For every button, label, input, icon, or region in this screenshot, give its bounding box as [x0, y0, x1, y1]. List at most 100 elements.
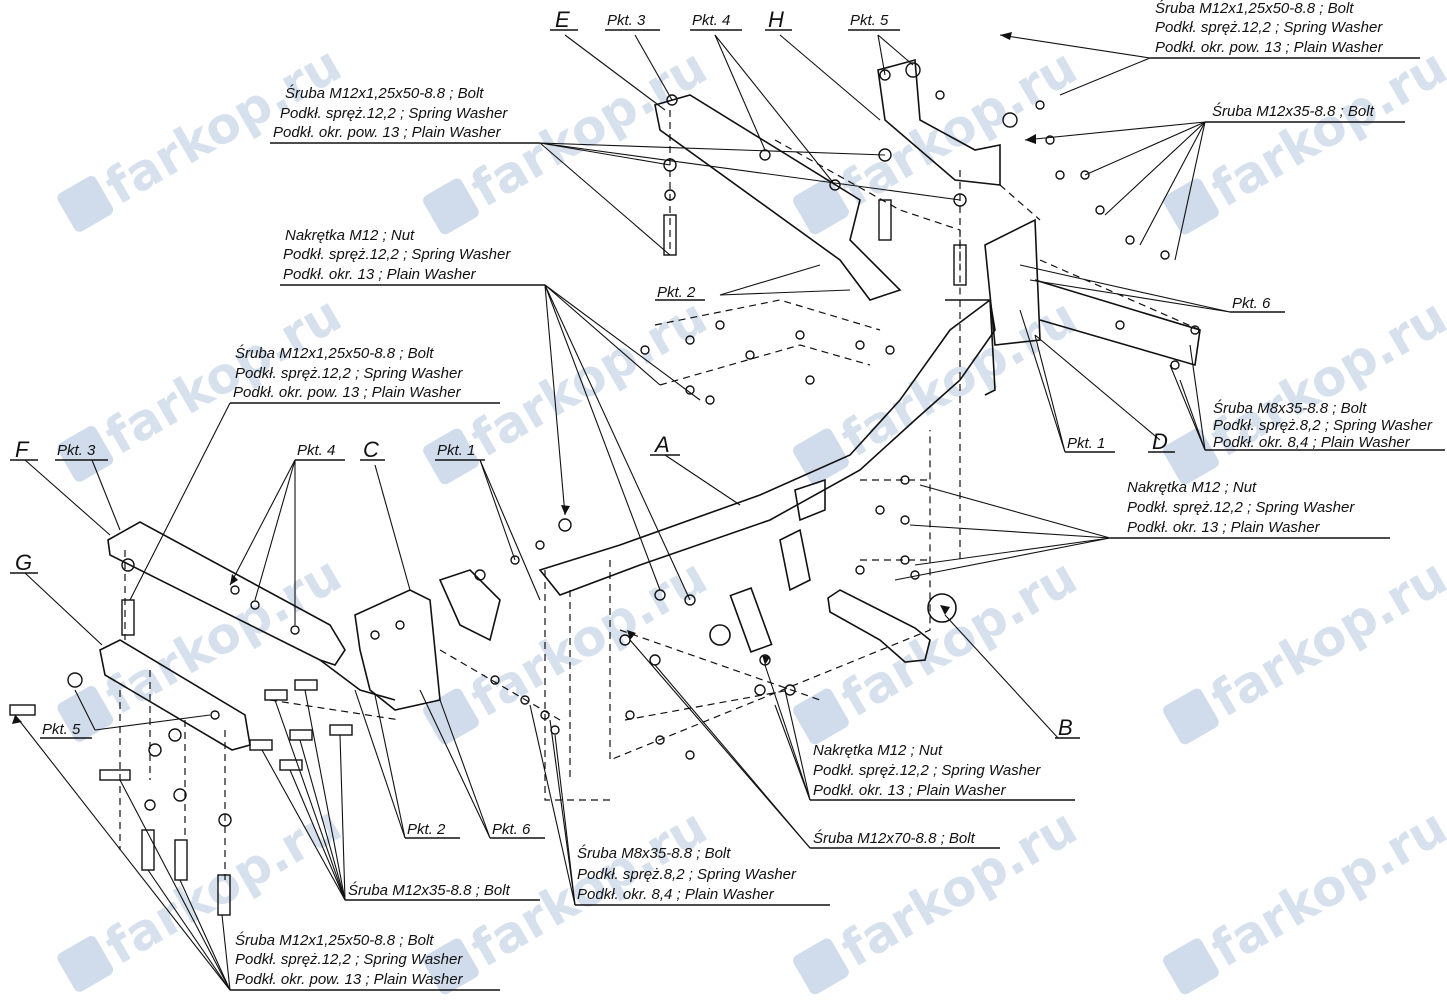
- watermark-text: farkop.ru: [1201, 37, 1447, 218]
- callout-mid-left-bolt: Śruba M12x1,25x50-8.8 ; Bolt Podkł. sprę…: [233, 344, 463, 401]
- pkt-6-right: Pkt. 6: [1232, 295, 1271, 312]
- part-label-b: B: [1058, 715, 1073, 740]
- pkt-3-top: Pkt. 3: [607, 12, 646, 29]
- callout-line: Podkł. okr. 13 ; Plain Washer: [813, 782, 1007, 799]
- watermark-text: farkop.ru: [831, 547, 1086, 728]
- callout-line: Podkł. okr. 8,4 ; Plain Washer: [1213, 434, 1411, 451]
- callout-line: Podkł. okr. pow. 13 ; Plain Washer: [273, 124, 502, 141]
- car-logo-icon: [57, 426, 114, 482]
- callout-line: Podkł. spręż.12,2 ; Spring Washer: [813, 762, 1041, 779]
- bracket-f: [107, 521, 346, 666]
- car-logo-icon: [423, 178, 479, 235]
- watermark-text: farkop.ru: [1201, 797, 1447, 978]
- car-logo-icon: [57, 936, 114, 992]
- car-logo-icon: [793, 938, 849, 995]
- pkt-1-left: Pkt. 1: [437, 442, 475, 459]
- part-label-f: F: [15, 437, 30, 462]
- pkt-5-top: Pkt. 5: [850, 12, 889, 29]
- callout-top-right-bolt: Śruba M12x1,25x50-8.8 ; Bolt Podkł. sprę…: [1155, 0, 1384, 56]
- pkt-3-left: Pkt. 3: [57, 442, 96, 459]
- callout-nut-upper: Nakrętka M12 ; Nut Podkł. spręż.12,2 ; S…: [283, 227, 511, 283]
- socket-plate: [729, 587, 773, 653]
- watermark-text: farkop.ru: [461, 287, 716, 468]
- callout-line: Podkł. okr. pow. 13 ; Plain Washer: [1155, 39, 1384, 56]
- car-logo-icon: [1163, 688, 1219, 745]
- callout-line: Podkł. okr. pow. 13 ; Plain Washer: [235, 971, 464, 988]
- car-logo-icon: [57, 176, 114, 232]
- car-logo-icon: [1163, 428, 1219, 485]
- callout-nut-right: Nakrętka M12 ; Nut Podkł. spręż.12,2 ; S…: [1127, 479, 1355, 536]
- part-label-c: C: [363, 437, 379, 462]
- callout-underlines: [10, 29, 1445, 991]
- callout-line: Śruba M8x35-8.8 ; Bolt: [1213, 399, 1367, 417]
- part-label-d: D: [1152, 429, 1168, 454]
- part-label-e: E: [555, 7, 570, 32]
- callout-line: Podkł. spręż.12,2 ; Spring Washer: [1127, 499, 1355, 516]
- tow-ball-b: [827, 589, 931, 663]
- fasteners: [9, 62, 1200, 916]
- callout-m8-right: Śruba M8x35-8.8 ; Bolt Podkł. spręż.8,2 …: [1213, 399, 1433, 451]
- callout-m8-lower: Śruba M8x35-8.8 ; Bolt Podkł. spręż.8,2 …: [577, 844, 797, 903]
- arrowheads: [12, 32, 1036, 724]
- callout-nut-lower: Nakrętka M12 ; Nut Podkł. spręż.12,2 ; S…: [813, 742, 1041, 799]
- pkt-4-left: Pkt. 4: [297, 442, 335, 459]
- car-logo-icon: [423, 428, 479, 485]
- car-logo-icon: [1163, 938, 1219, 995]
- callout-upper-left-bolt: Śruba M12x1,25x50-8.8 ; Bolt Podkł. sprę…: [273, 84, 508, 141]
- callout-line: Śruba M12x1,25x50-8.8 ; Bolt: [285, 84, 484, 102]
- part-label-h: H: [768, 7, 784, 32]
- callout-line: Nakrętka M12 ; Nut: [813, 742, 943, 759]
- car-logo-icon: [1163, 178, 1219, 235]
- frame-dash-1: [544, 570, 610, 801]
- callout-line: Podkł. okr. 8,4 ; Plain Washer: [577, 886, 775, 903]
- watermark-text: farkop.ru: [1201, 547, 1447, 728]
- callout-line: Podkł. spręż.12,2 ; Spring Washer: [280, 105, 508, 122]
- car-logo-icon: [57, 686, 114, 742]
- part-label-a: A: [653, 432, 670, 457]
- callout-line: Podkł. okr. 13 ; Plain Washer: [283, 266, 477, 283]
- callout-line: Nakrętka M12 ; Nut: [1127, 479, 1257, 496]
- callout-line: Podkł. okr. pow. 13 ; Plain Washer: [233, 384, 462, 401]
- callout-line: Śruba M12x1,25x50-8.8 ; Bolt: [1155, 0, 1354, 17]
- callout-line: Podkł. spręż.8,2 ; Spring Washer: [1213, 417, 1433, 434]
- watermark-text: farkop.ru: [831, 287, 1086, 468]
- callout-bottom-left-bolt: Śruba M12x1,25x50-8.8 ; Bolt Podkł. sprę…: [235, 931, 464, 988]
- callout-line: Śruba M8x35-8.8 ; Bolt: [577, 844, 731, 862]
- callout-line: Śruba M12x70-8.8 ; Bolt: [813, 829, 976, 847]
- bracket-h: [877, 58, 1001, 186]
- callout-line: Podkł. spręż.12,2 ; Spring Washer: [235, 951, 463, 968]
- watermark-text: farkop.ru: [831, 37, 1086, 218]
- callout-line: Nakrętka M12 ; Nut: [285, 227, 415, 244]
- car-logo-icon: [793, 178, 849, 235]
- bracket-c: [354, 589, 441, 711]
- callout-line: Śruba M12x35-8.8 ; Bolt: [1212, 102, 1375, 120]
- car-logo-icon: [423, 688, 479, 745]
- callout-m12x35-lower: Śruba M12x35-8.8 ; Bolt: [348, 881, 511, 899]
- bracket-e: [654, 94, 902, 301]
- watermark-text: farkop.ru: [831, 797, 1086, 978]
- callout-line: Podkł. okr. 13 ; Plain Washer: [1127, 519, 1321, 536]
- leader-lines: [14, 34, 1420, 991]
- car-logo-icon: [423, 938, 479, 995]
- callout-line: Śruba M12x1,25x50-8.8 ; Bolt: [235, 344, 434, 362]
- callout-line: Śruba M12x1,25x50-8.8 ; Bolt: [235, 931, 434, 949]
- callout-line: Podkł. spręż.12,2 ; Spring Washer: [1155, 19, 1383, 36]
- callout-line: Podkł. spręż.8,2 ; Spring Washer: [577, 866, 797, 883]
- pkt-6-lower: Pkt. 6: [492, 821, 531, 838]
- pkt-1-right: Pkt. 1: [1067, 435, 1105, 452]
- pkt-4-top: Pkt. 4: [692, 12, 730, 29]
- main-beam-a: [538, 298, 996, 596]
- part-label-g: G: [15, 550, 32, 575]
- pkt-5-left: Pkt. 5: [42, 721, 81, 738]
- pkt-2-top: Pkt. 2: [657, 284, 696, 301]
- callout-line: Podkł. spręż.12,2 ; Spring Washer: [235, 365, 463, 382]
- car-logo-icon: [793, 428, 849, 485]
- callout-m12x35-right: Śruba M12x35-8.8 ; Bolt: [1212, 102, 1375, 120]
- callout-line: Podkł. spręż.12,2 ; Spring Washer: [283, 246, 511, 263]
- callout-m12x70: Śruba M12x70-8.8 ; Bolt: [813, 829, 976, 847]
- pkt-2-lower: Pkt. 2: [407, 821, 446, 838]
- callout-line: Śruba M12x35-8.8 ; Bolt: [348, 881, 511, 899]
- car-logo-icon: [793, 688, 849, 745]
- mounting-plate-d: [984, 218, 1041, 346]
